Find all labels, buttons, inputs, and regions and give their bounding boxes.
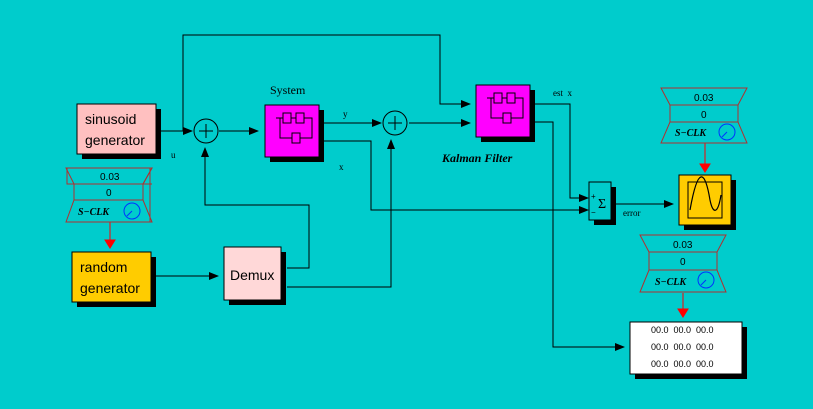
display-block[interactable]: 00.0 00.0 00.0 00.0 00.0 00.0 00.0 00.0 … [629, 321, 747, 379]
clock2-init: 0 [701, 110, 707, 121]
sum-block-1[interactable] [193, 118, 219, 144]
random-generator-block[interactable]: random generator [71, 251, 156, 307]
link-system-x-sum3[interactable] [320, 140, 589, 214]
clock-block-1[interactable]: 0.03 0 S−CLK [65, 167, 153, 223]
demux-block[interactable]: Demux [223, 246, 286, 305]
clock1-name: S−CLK [78, 207, 110, 218]
sinusoid-label-1: sinusoid [85, 111, 136, 127]
scope-screen [687, 181, 723, 219]
clock3-init: 0 [680, 257, 686, 268]
signal-label-est-x: est x [553, 88, 572, 98]
display-row-2: 00.0 00.0 00.0 [651, 342, 714, 352]
signal-label-u: u [171, 150, 176, 160]
demux-box [223, 246, 282, 301]
sigma-icon: Σ [598, 197, 606, 212]
sinusoid-generator-block[interactable]: sinusoid generator [76, 103, 161, 159]
link-demux-sum2[interactable] [287, 139, 395, 288]
random-box [71, 251, 152, 303]
system-block[interactable]: System [264, 83, 324, 162]
sinusoid-label-2: generator [85, 132, 145, 148]
signal-label-error: error [623, 208, 641, 218]
random-label-1: random [80, 259, 127, 275]
clock3-period: 0.03 [673, 240, 693, 251]
link-kalman-sum3[interactable] [532, 103, 589, 202]
clock-block-3[interactable]: 0.03 0 S−CLK [639, 234, 727, 293]
event-arrow-display [677, 308, 689, 318]
kalman-filter-block[interactable]: Kalman Filter [441, 84, 535, 165]
error-sum-block[interactable]: + − Σ [588, 181, 616, 225]
system-inner-icon [276, 112, 313, 144]
display-row-3: 00.0 00.0 00.0 [651, 359, 714, 369]
clock3-name: S−CLK [655, 277, 687, 288]
event-links [104, 143, 711, 318]
clock2-name: S−CLK [675, 128, 707, 139]
clock1-init: 0 [106, 188, 112, 199]
event-arrow-scope [699, 163, 711, 173]
error-sum-box [588, 181, 612, 221]
random-label-2: generator [80, 280, 140, 296]
system-label: System [270, 83, 306, 97]
clock2-dial-icon [718, 123, 736, 141]
sum-minus-sign: − [591, 208, 596, 217]
sum-plus-sign: + [591, 192, 596, 201]
kalman-label: Kalman Filter [441, 151, 513, 165]
clock1-period: 0.03 [100, 172, 120, 183]
clock-block-2[interactable]: 0.03 0 S−CLK [660, 87, 748, 144]
signal-label-x: x [339, 162, 344, 172]
sinusoid-box [76, 103, 157, 155]
link-u-kalman[interactable] [182, 34, 471, 131]
display-box [629, 321, 743, 375]
scope-wave-icon [689, 176, 722, 211]
sum-block-2[interactable] [382, 110, 408, 136]
event-arrow-random [104, 239, 116, 249]
demux-label: Demux [230, 267, 274, 283]
link-demux-sum1[interactable] [201, 147, 310, 269]
system-box [264, 104, 320, 158]
clock3-dial-icon [697, 271, 715, 289]
display-row-1: 00.0 00.0 00.0 [651, 325, 714, 335]
scope-block[interactable] [678, 174, 736, 230]
clock1-dial-icon [123, 202, 141, 220]
kalman-inner-icon [487, 92, 524, 124]
link-kalman-display[interactable] [532, 121, 625, 351]
links [153, 34, 674, 351]
kalman-box [475, 84, 531, 138]
clock2-period: 0.03 [694, 93, 714, 104]
signal-label-y: y [343, 109, 348, 119]
